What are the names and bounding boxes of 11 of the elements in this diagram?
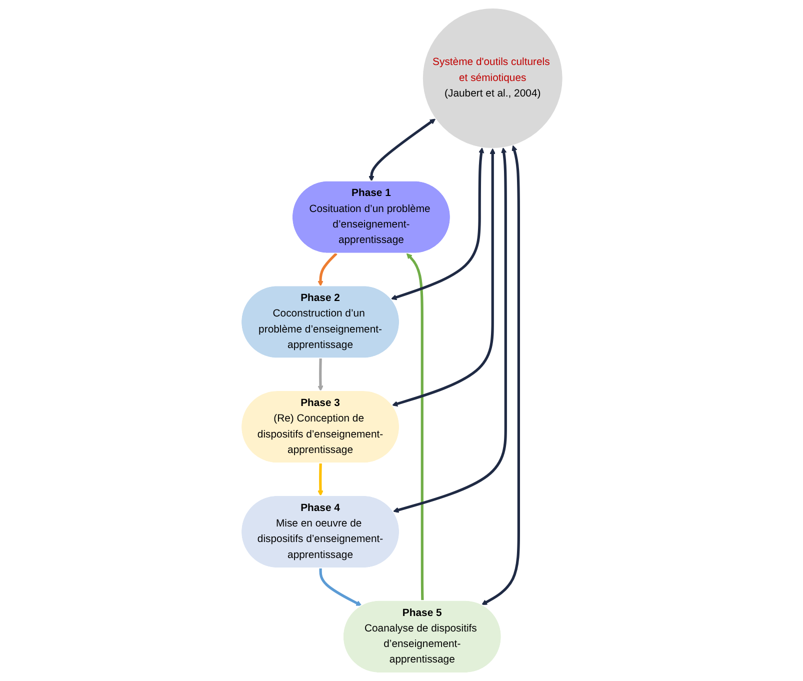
node-circle: Système d'outils culturels et sémiotiques (Jaubert et al., 2004) — [422, 8, 563, 149]
arrow — [390, 148, 484, 300]
arrow — [368, 118, 436, 182]
arrow — [481, 145, 520, 605]
arrow — [317, 252, 337, 286]
arrow — [406, 253, 424, 601]
arrow — [392, 148, 507, 513]
arrow — [317, 463, 323, 496]
arrow — [318, 568, 362, 606]
arrow — [392, 148, 496, 407]
arrow — [317, 358, 323, 392]
